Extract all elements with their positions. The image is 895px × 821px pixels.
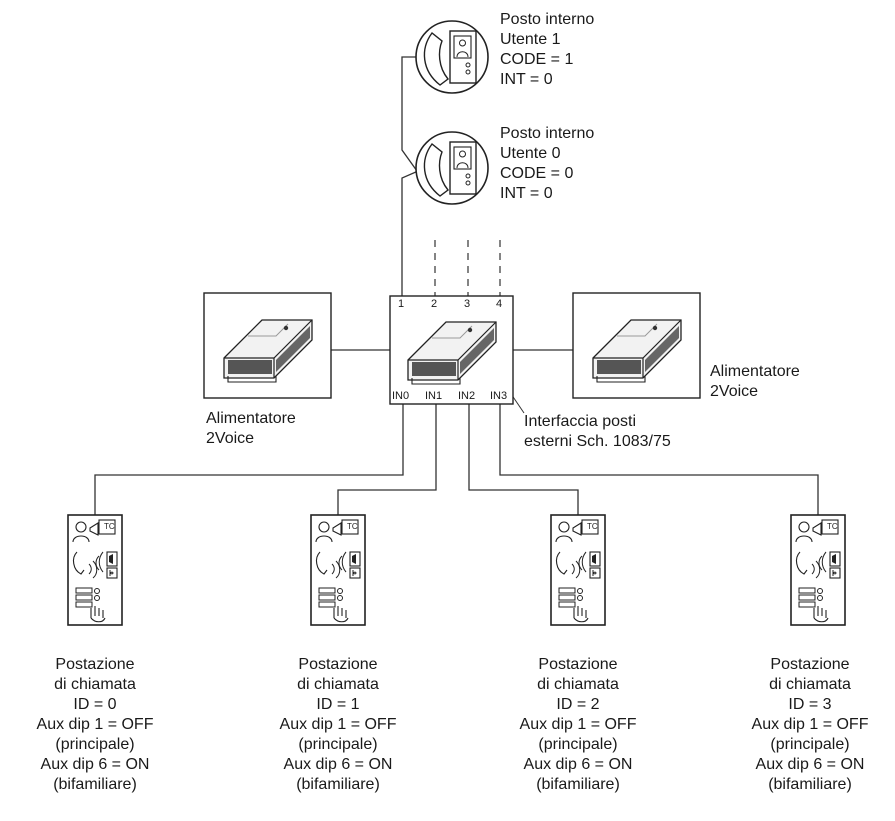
panel-3-tc-label: TC	[827, 522, 838, 531]
interface-port-2: 2	[431, 298, 438, 310]
wire-in3	[499, 404, 819, 515]
internal-station-0-label: Posto interno Utente 0 CODE = 0 INT = 0	[500, 125, 595, 202]
interface-label: Interfaccia posti esterni Sch. 1083/75	[524, 413, 671, 450]
internal-station-1-icon	[415, 20, 489, 94]
panel-0-tc-label: TC	[104, 522, 115, 531]
wire-in0	[94, 404, 404, 515]
wire-in2	[468, 404, 579, 515]
power-supply-left-label: Alimentatore 2Voice	[206, 410, 296, 447]
interface-in3: IN3	[490, 390, 508, 402]
panel-2-tc-label: TC	[587, 522, 598, 531]
panel-1-tc-label: TC	[347, 522, 358, 531]
call-station-0-label: Postazione di chiamata ID = 0 Aux dip 1 …	[36, 656, 154, 793]
interface-port-3: 3	[464, 298, 471, 310]
interface-port-1: 1	[398, 298, 405, 310]
internal-station-1-label: Posto interno Utente 1 CODE = 1 INT = 0	[500, 11, 595, 88]
call-station-1-label: Postazione di chiamata ID = 1 Aux dip 1 …	[279, 656, 397, 793]
interface-in0: IN0	[392, 390, 410, 402]
interface-in2: IN2	[458, 390, 476, 402]
call-station-2-label: Postazione di chiamata ID = 2 Aux dip 1 …	[519, 656, 637, 793]
interface-in1: IN1	[425, 390, 443, 402]
wire-in1	[337, 404, 437, 515]
power-supply-right-label: Alimentatore 2Voice	[710, 363, 800, 400]
interface-port-4: 4	[496, 298, 503, 310]
internal-station-0-icon	[415, 131, 489, 205]
call-station-3-label: Postazione di chiamata ID = 3 Aux dip 1 …	[751, 656, 869, 793]
